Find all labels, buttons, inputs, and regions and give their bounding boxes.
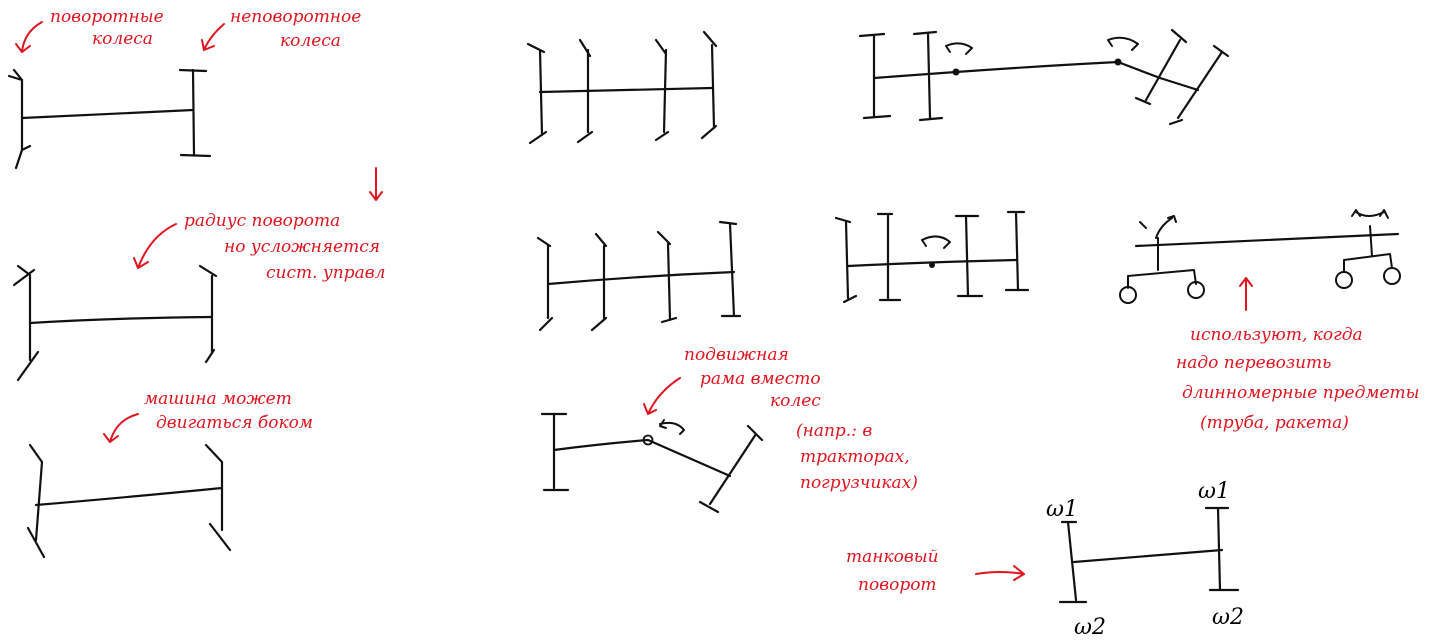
note-long-cargo-line-4: (труба, ракета) xyxy=(1200,413,1349,433)
note-tank-turn-line-2: поворот xyxy=(858,575,937,595)
long-cargo-trailer xyxy=(1119,209,1401,304)
omega2-right-label: ω2 xyxy=(1212,605,1244,630)
note-articulated: подвижная рама вместо колес xyxy=(684,345,821,411)
chassis-crab-steer xyxy=(26,443,232,559)
note-turn-radius-line-3: сист. управл xyxy=(266,263,385,283)
omega1-right-label: ω1 xyxy=(1198,479,1230,504)
note-fixed-wheels: неповоротное колеса xyxy=(230,7,361,51)
chassis-front-steer xyxy=(7,68,212,170)
note-steerable-wheels-line-1: поворотные xyxy=(50,7,164,27)
note-long-cargo-line-3: длинномерные предметы xyxy=(1182,383,1420,403)
articulated-frame-chassis xyxy=(540,412,764,514)
note-articulated-line-2: рама вместо xyxy=(700,369,821,389)
note-tank-turn: танковый поворот xyxy=(846,547,939,595)
annotation-arrows xyxy=(15,21,1253,581)
note-sideways: машина может двигаться боком xyxy=(144,389,313,433)
tank-turn-chassis xyxy=(1058,506,1240,604)
omega2-left-label: ω2 xyxy=(1074,615,1106,640)
note-articulated-example-line-2: тракторах, xyxy=(800,447,910,467)
chassis-three-axle-top xyxy=(526,30,718,145)
note-long-cargo-line-1: используют, когда xyxy=(1190,325,1363,345)
chassis-articulated-top xyxy=(858,28,1230,126)
note-turn-radius: радиус поворота но усложняется сист. упр… xyxy=(184,211,385,283)
chassis-four-axle-hinged xyxy=(834,210,1030,304)
note-turn-radius-line-1: радиус поворота xyxy=(184,211,340,231)
note-articulated-example: (напр.: в тракторах, погрузчиках) xyxy=(796,421,918,493)
note-fixed-wheels-line-1: неповоротное xyxy=(230,7,361,27)
note-articulated-example-line-1: (напр.: в xyxy=(796,421,872,441)
note-steerable-wheels: поворотные колеса xyxy=(50,7,164,49)
note-long-cargo-line-2: надо перевозить xyxy=(1176,353,1331,373)
note-fixed-wheels-line-2: колеса xyxy=(280,31,341,51)
chassis-four-axle xyxy=(536,220,742,332)
omega1-left-label: ω1 xyxy=(1046,497,1078,522)
angular-velocity-labels: ω1 ω1 ω2 ω2 xyxy=(1046,479,1244,640)
note-sideways-line-1: машина может xyxy=(144,389,292,409)
note-articulated-example-line-3: погрузчиках) xyxy=(800,473,918,493)
note-sideways-line-2: двигаться боком xyxy=(156,413,313,433)
note-articulated-line-3: колес xyxy=(770,391,821,411)
note-steerable-wheels-line-2: колеса xyxy=(92,29,153,49)
note-turn-radius-line-2: но усложняется xyxy=(224,237,380,257)
note-long-cargo: используют, когда надо перевозить длинно… xyxy=(1176,325,1420,433)
note-articulated-line-1: подвижная xyxy=(684,345,789,365)
chassis-all-wheel-steer xyxy=(12,264,218,382)
note-tank-turn-line-1: танковый xyxy=(846,547,939,567)
